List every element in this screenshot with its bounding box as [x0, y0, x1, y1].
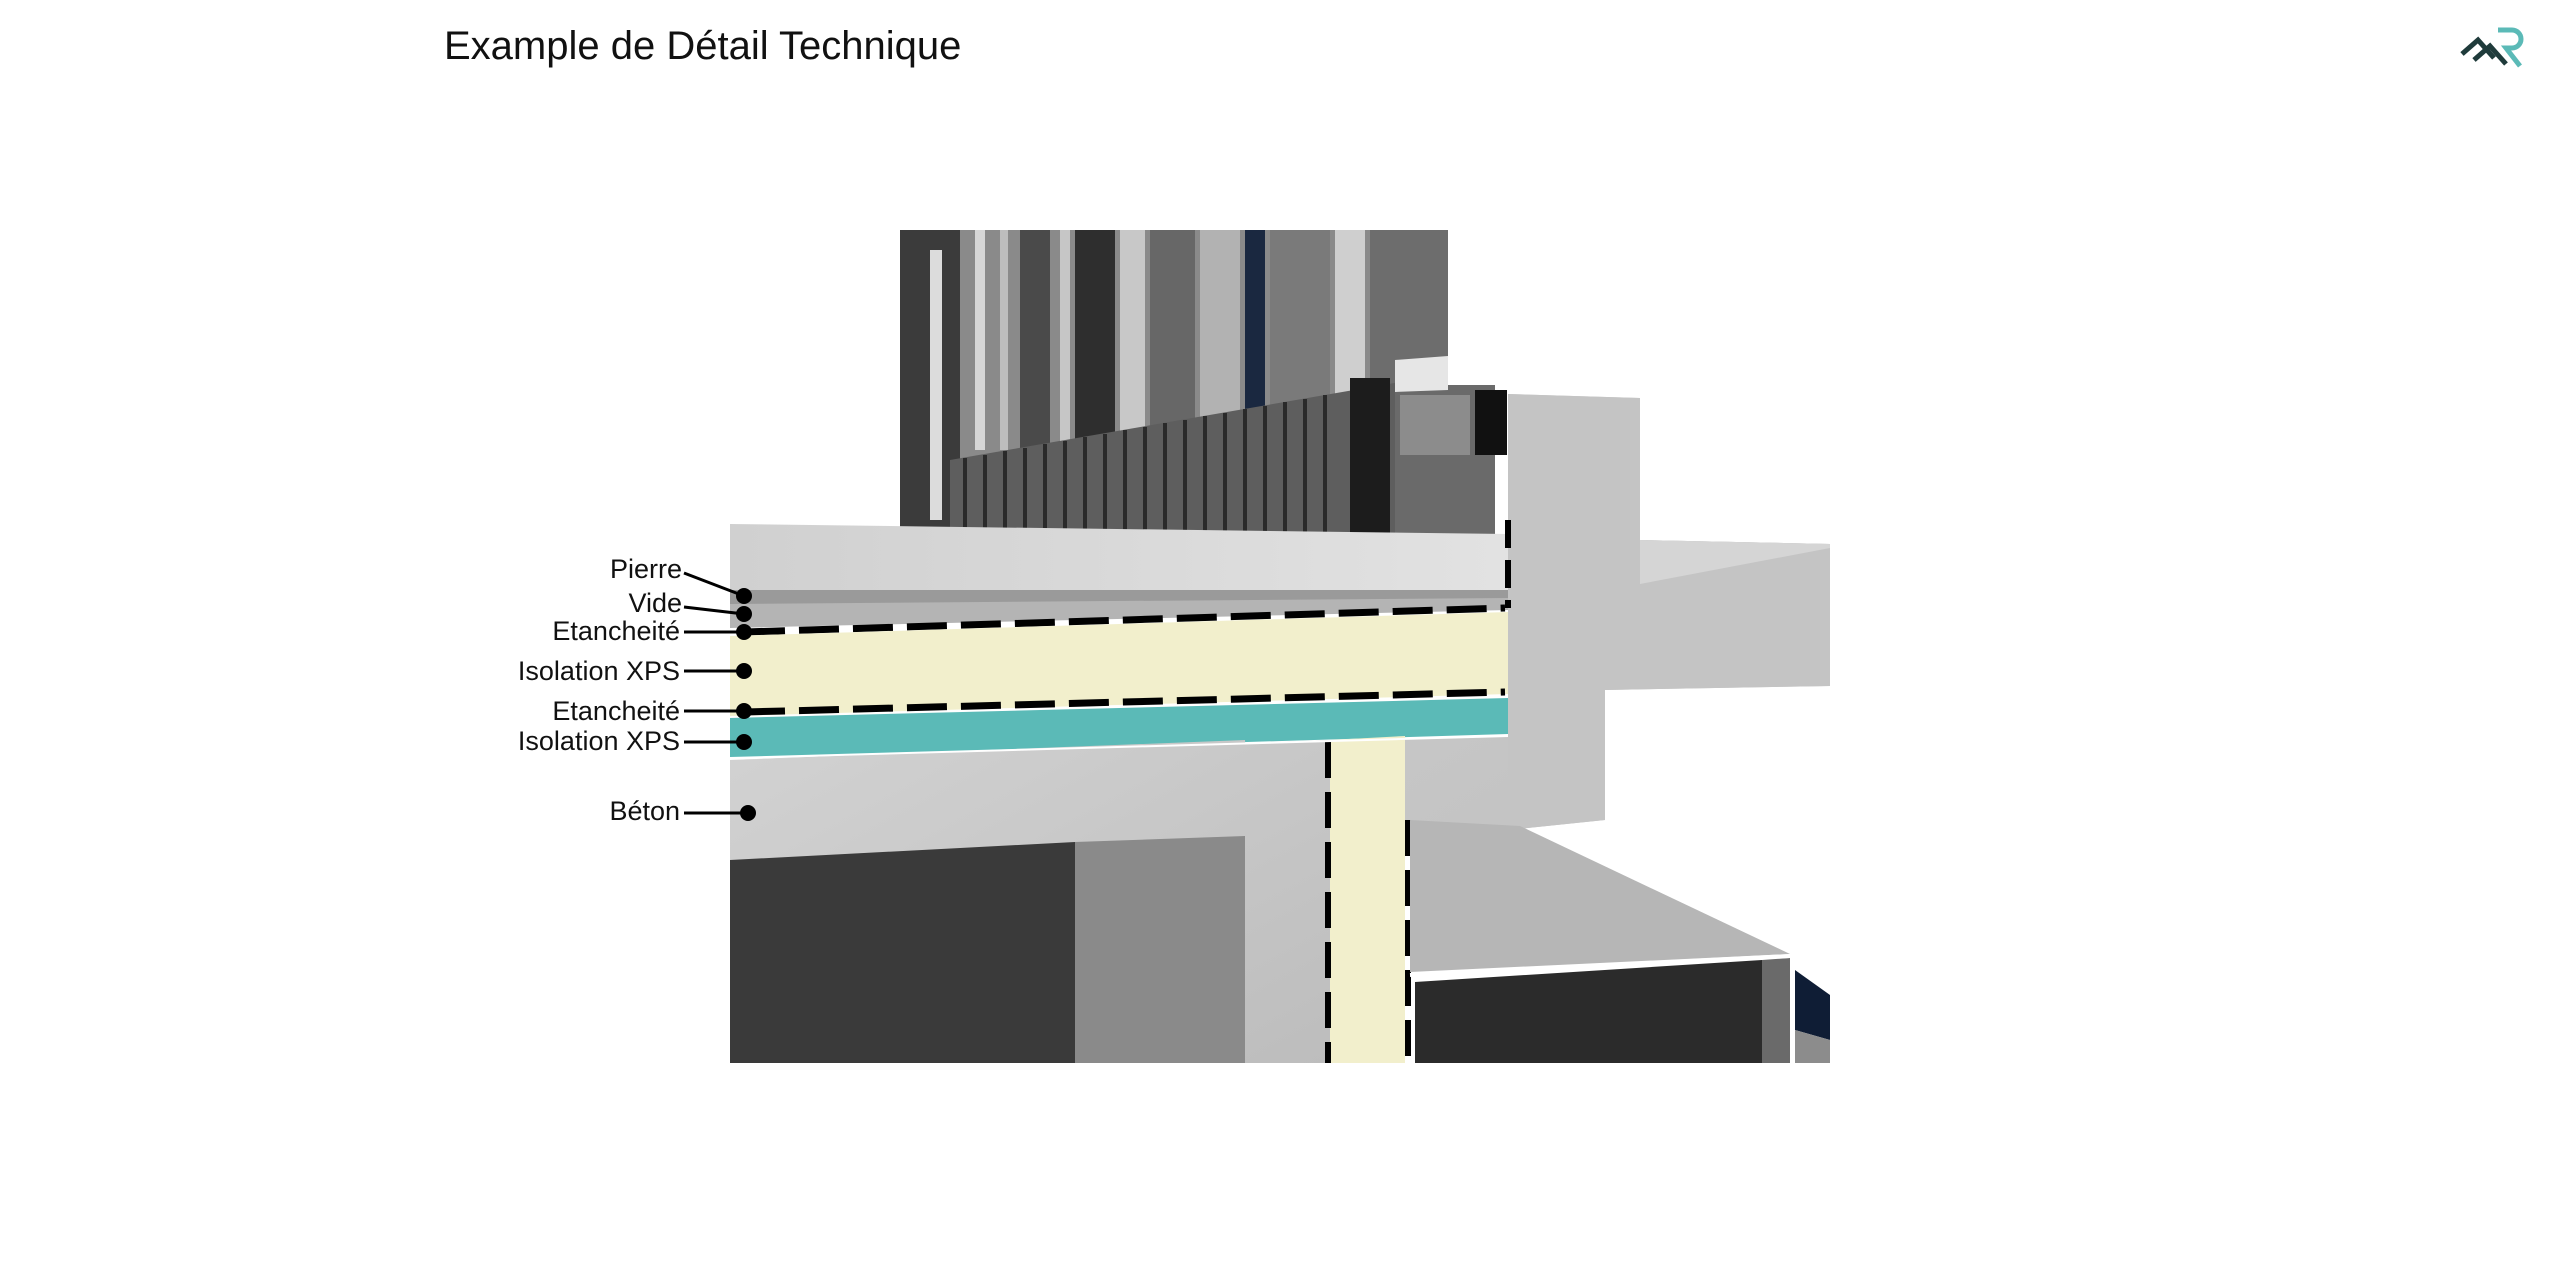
- callout-dot-vide: [736, 606, 752, 622]
- callout-dot-etancheite-1: [736, 624, 752, 640]
- label-etancheite-1: Etancheité: [552, 616, 680, 646]
- vertical-insulation: [1330, 736, 1405, 1063]
- label-pierre: Pierre: [610, 554, 682, 584]
- label-isolation-xps-2: Isolation XPS: [518, 726, 680, 756]
- interior-wall-dark: [730, 842, 1075, 1063]
- callout-dot-pierre: [736, 588, 752, 604]
- callouts: [683, 571, 748, 815]
- label-beton: Béton: [609, 796, 680, 826]
- pierre-layer: [730, 524, 1508, 590]
- page-title: Example de Détail Technique: [444, 24, 962, 68]
- callout-dot-isolation-xps-1: [736, 663, 752, 679]
- callout-dot-beton: [740, 805, 756, 821]
- logo-icon: [2460, 27, 2524, 68]
- callout-dot-isolation-xps-2: [736, 734, 752, 750]
- isolation-xps-layer-1: [730, 612, 1508, 716]
- isolation-xps-layer-2: [730, 698, 1508, 758]
- building-facade: [900, 230, 1507, 540]
- etancheite-line-1: [744, 604, 1506, 636]
- etancheite-line-2: [744, 688, 1506, 716]
- callout-dot-etancheite-2: [736, 703, 752, 719]
- label-etancheite-2: Etancheité: [552, 696, 680, 726]
- label-vide: Vide: [628, 588, 682, 618]
- label-isolation-xps-1: Isolation XPS: [518, 656, 680, 686]
